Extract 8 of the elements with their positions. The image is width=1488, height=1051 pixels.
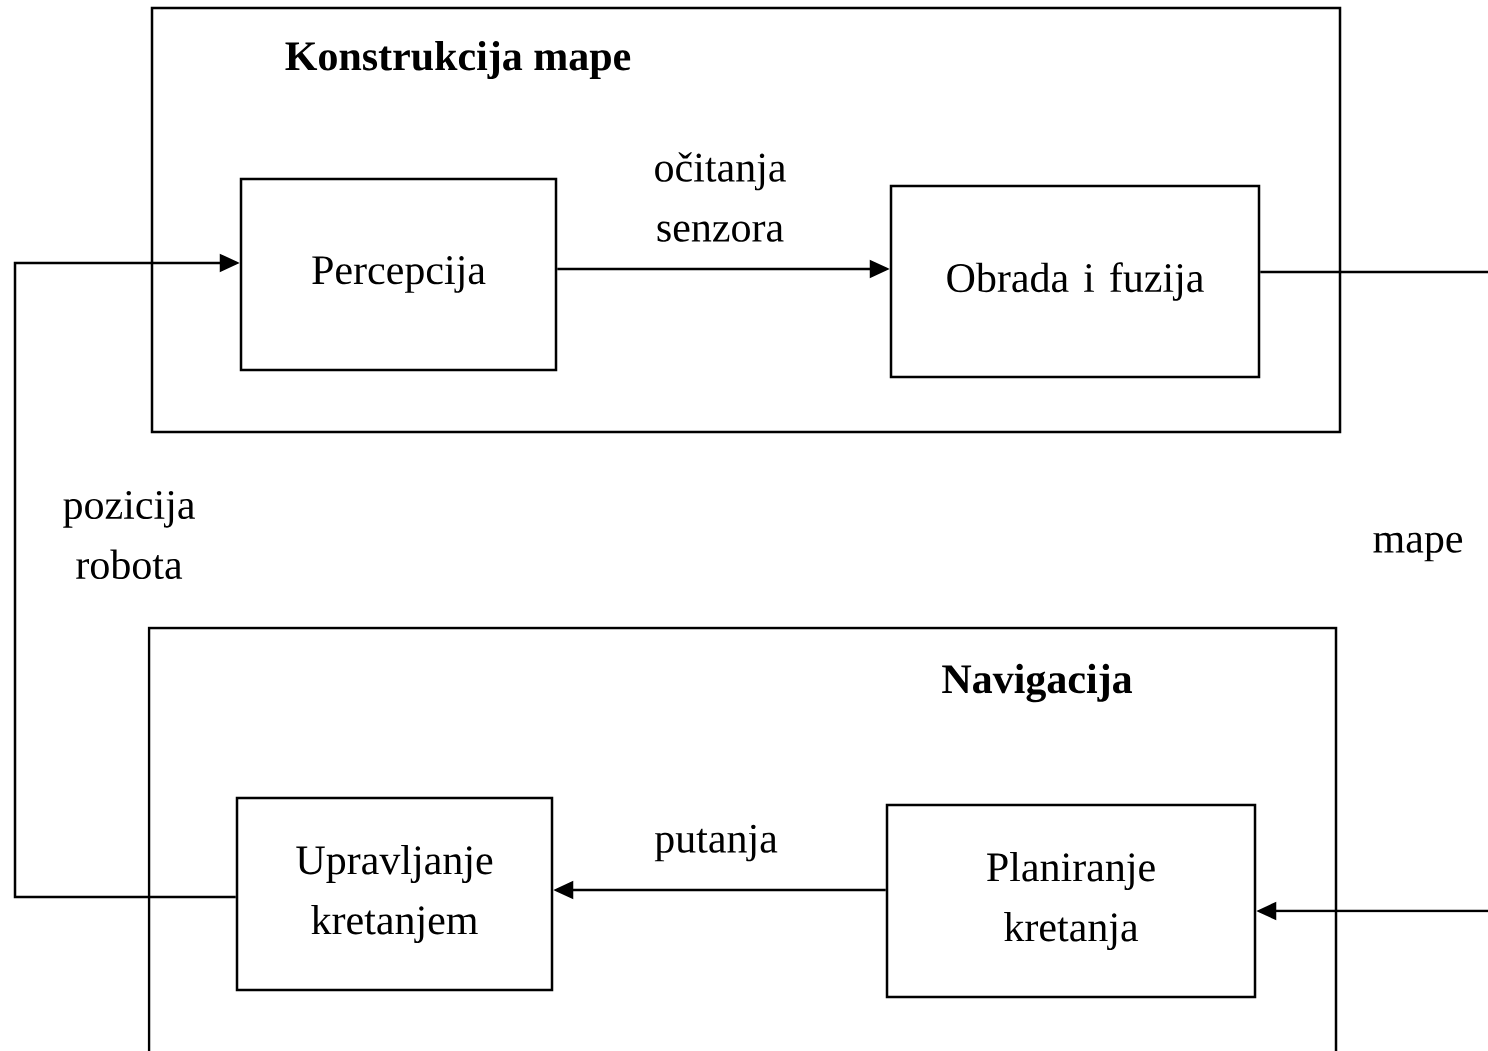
edge-label: očitanja senzora — [655, 152, 786, 242]
process-box: Upravljanje kretanjem — [235, 796, 554, 992]
edge-label: mape — [1373, 532, 1463, 562]
process-box: Obrada i fuzija — [889, 184, 1261, 379]
process-box: Percepcija — [239, 177, 558, 372]
edge-label: pozicija robota — [63, 490, 195, 580]
process-box: Planiranje kretanja — [885, 803, 1257, 999]
edge-label: putanja — [654, 824, 778, 862]
